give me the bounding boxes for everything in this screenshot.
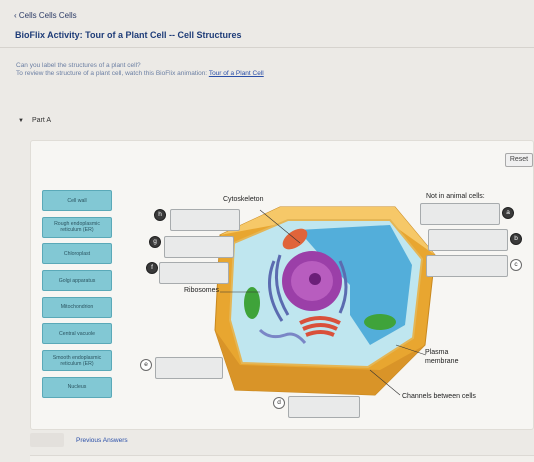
marker-h: h (154, 209, 166, 221)
not-in-animal-cells-label: Not in animal cells: (426, 193, 485, 200)
label-mitochondrion[interactable]: Mitochondrion (42, 296, 112, 318)
bottom-bar (30, 455, 534, 462)
drop-target-c[interactable] (426, 255, 508, 277)
plasma-pointer (395, 344, 427, 356)
label-rough-er[interactable]: Rough endoplasmic reticulum (ER) (42, 216, 112, 238)
drop-target-f[interactable] (159, 262, 229, 284)
chloroplast-right (364, 314, 396, 330)
rough-er (268, 254, 348, 322)
label-golgi-apparatus[interactable]: Golgi apparatus (42, 270, 112, 292)
title-divider (0, 47, 534, 48)
marker-g: g (149, 236, 161, 248)
drop-target-e[interactable] (155, 357, 223, 379)
marker-a: a (502, 207, 514, 219)
instructions: Can you label the structures of a plant … (16, 62, 436, 78)
label-bank: Cell wall Rough endoplasmic reticulum (E… (42, 190, 114, 404)
collapse-triangle-icon: ▼ (18, 118, 24, 124)
marker-f: f (146, 262, 158, 274)
drop-target-g[interactable] (164, 236, 234, 258)
submit-button[interactable] (30, 433, 64, 447)
instructions-line-1: Can you label the structures of a plant … (16, 62, 141, 69)
page-title: BioFlix Activity: Tour of a Plant Cell -… (15, 30, 242, 40)
nucleolus (309, 273, 321, 285)
chloroplast-left (244, 287, 260, 319)
label-smooth-er[interactable]: Smooth endoplasmic reticulum (ER) (42, 350, 112, 372)
marker-e: e (140, 359, 152, 371)
drop-target-d[interactable] (288, 396, 360, 418)
smooth-er (258, 328, 307, 344)
marker-d: d (273, 397, 285, 409)
cytoskeleton-label: Cytoskeleton (223, 196, 264, 203)
plasma-label-2: membrane (425, 358, 459, 365)
part-a-toggle[interactable]: ▼ Part A (18, 117, 51, 124)
label-central-vacuole[interactable]: Central vacuole (42, 323, 112, 345)
tour-plant-cell-link[interactable]: Tour of a Plant Cell (208, 70, 264, 77)
back-link[interactable]: ‹ Cells Cells Cells (14, 11, 77, 20)
golgi-apparatus (299, 316, 341, 337)
label-nucleus[interactable]: Nucleus (42, 376, 112, 398)
channels-label: Channels between cells (402, 393, 476, 400)
channels-pointer (369, 369, 401, 396)
ribosomes-label: Ribosomes (184, 287, 220, 294)
drop-target-b[interactable] (428, 229, 508, 251)
drop-target-h[interactable] (170, 209, 240, 231)
label-cell-wall[interactable]: Cell wall (42, 190, 112, 211)
instructions-line-2: To review the structure of a plant cell,… (16, 70, 436, 78)
label-chloroplast[interactable]: Chloroplast (42, 243, 112, 265)
previous-answers-link[interactable]: Previous Answers (76, 437, 128, 444)
plasma-label-1: Plasma (425, 349, 449, 356)
instructions-line-2-text: To review the structure of a plant cell,… (16, 70, 209, 77)
drop-target-a[interactable] (420, 203, 500, 225)
cell-wall-bottom-face (215, 330, 425, 395)
cytoskeleton-pointer (259, 209, 301, 244)
plant-cell-illustration (214, 206, 436, 396)
part-a-label: Part A (31, 117, 52, 124)
reset-button[interactable]: Reset (505, 153, 533, 167)
marker-b: b (510, 233, 522, 245)
marker-c: c (510, 259, 522, 271)
